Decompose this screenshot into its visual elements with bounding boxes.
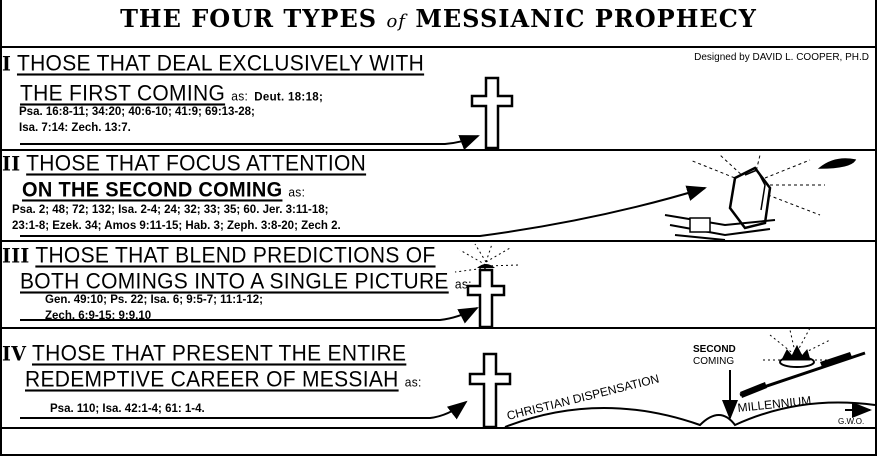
section-3-heading-2: BOTH COMINGS INTO A SINGLE PICTURE as; bbox=[20, 269, 472, 294]
arrow-to-throne bbox=[20, 185, 707, 237]
second-coming-label: SECOND bbox=[693, 344, 736, 355]
cross-icon bbox=[468, 352, 512, 429]
cross-icon bbox=[470, 76, 514, 150]
divider bbox=[0, 240, 877, 242]
crown-icon bbox=[477, 264, 495, 268]
credit: Designed by DAVID L. COOPER, PH.D bbox=[694, 52, 869, 63]
section-4-heading-2: REDEMPTIVE CAREER OF MESSIAH as: bbox=[25, 367, 422, 392]
section-2-heading-2: ON THE SECOND COMING as: bbox=[22, 178, 306, 202]
second-coming-label: COMING bbox=[693, 356, 734, 367]
cross-icon bbox=[466, 268, 506, 329]
page-title: THE FOUR TYPES of MESSIANIC PROPHECY bbox=[120, 4, 757, 33]
open-book-icon bbox=[504, 401, 876, 428]
section-2-refs: Psa. 2; 48; 72; 132; Isa. 2-4; 24; 32; 3… bbox=[12, 204, 341, 232]
section-1-refs: Psa. 16:8-11; 34:20; 40:6-10; 41:9; 69:1… bbox=[19, 106, 255, 134]
dispensation-label: CHRISTIAN DISPENSATION bbox=[505, 371, 660, 422]
throne-icon bbox=[664, 154, 857, 241]
divider bbox=[0, 327, 877, 329]
section-2-heading: II THOSE THAT FOCUS ATTENTION bbox=[2, 151, 367, 176]
section-1-heading-2: THE FIRST COMING as: Deut. 18:18; bbox=[20, 81, 324, 106]
section-4-refs: Psa. 110; Isa. 42:1-4; 61: 1-4. bbox=[50, 403, 205, 415]
initials: G.W.O. bbox=[838, 417, 864, 426]
section-1-heading: I THOSE THAT DEAL EXCLUSIVELY WITH bbox=[2, 51, 425, 76]
sword-icon bbox=[739, 351, 866, 398]
divider bbox=[0, 427, 877, 429]
section-4-heading: IV THOSE THAT PRESENT THE ENTIRE bbox=[2, 341, 407, 366]
section-3-heading: III THOSE THAT BLEND PREDICTIONS OF bbox=[2, 243, 436, 268]
arrow-to-cross bbox=[20, 135, 480, 150]
divider bbox=[0, 46, 877, 48]
crown-icon bbox=[760, 327, 835, 368]
arrow-to-cross bbox=[20, 400, 468, 420]
divider bbox=[0, 149, 877, 151]
arrow-to-cross bbox=[20, 307, 479, 324]
